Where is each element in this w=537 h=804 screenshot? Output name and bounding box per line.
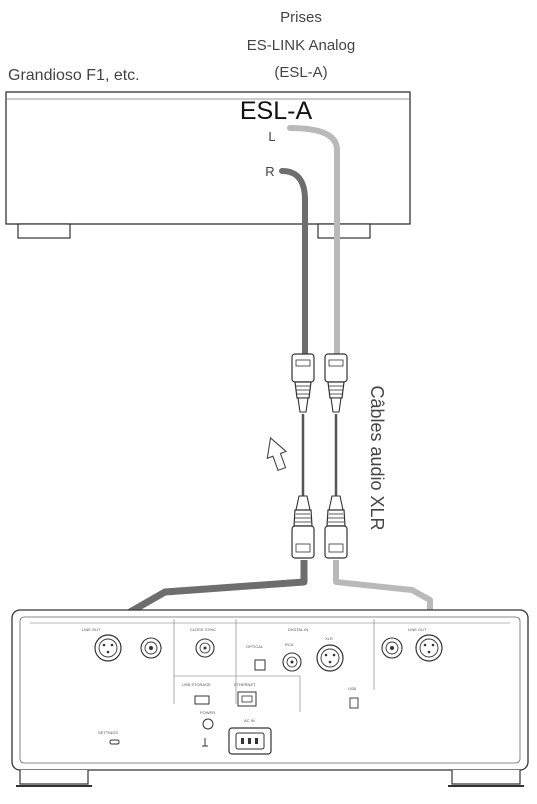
panel-label-usb-device: USB [348,686,357,691]
usb-storage-port [194,695,210,705]
line-out-right-rca-jack [381,637,403,659]
panel-label-sync: CLOCK SYNC [190,627,216,632]
clock-sync-jack [195,638,215,658]
panel-label-line-out-left: LINE OUT [82,627,101,632]
panel-label-digital-in: DIGITAL IN [288,627,308,632]
usb-device-port [349,697,359,709]
xlr-plug-left-upper [324,353,348,413]
xlr-plug-right-upper [291,353,315,413]
settings-switch [109,739,120,745]
label-esla-heading: ESL-A [240,97,313,125]
top-device-foot-right [317,223,371,239]
ethernet-port [237,691,257,707]
line-out-left-rca-jack [140,637,162,659]
panel-label-optical: OPTICAL [246,644,264,649]
label-channel-right: R [265,164,274,179]
label-prises-line2: ES-LINK Analog [247,37,355,54]
aes-xlr-input-jack [316,644,344,672]
rear-device-foot-right [451,770,521,785]
label-prises-line1: Prises [280,9,322,26]
ac-inlet [228,727,272,755]
top-device-body [5,91,411,225]
panel-label-ethernet: ETHERNET [234,682,256,687]
panel-label-usb-storage: USB STORAGE [182,682,211,687]
cable-right-upper [279,168,308,361]
label-device-top: Grandioso F1, etc. [8,67,140,84]
panel-label-rca: RCA [285,642,294,647]
optical-input-jack [254,659,266,671]
rear-panel-inner [19,616,521,764]
panel-label-settings: SETTINGS [98,730,118,735]
panel-label-xlr: XLR [325,636,333,641]
signal-direction-arrow-icon [266,436,288,472]
rear-device-foot-left [19,770,89,785]
top-device [5,91,411,239]
line-out-right-xlr-jack [415,634,443,662]
cable-left-upper [287,125,340,361]
xlr-plug-left-lower [324,495,348,559]
label-channel-left: L [268,129,275,144]
panel-label-power: POWER [200,710,215,715]
rear-panel-device: LINE OUT CLOCK SYNC DIGITAL IN OPTICAL R… [11,609,529,787]
line-out-left-xlr-jack [94,634,122,662]
xlr-plug-right-lower [291,495,315,559]
cable-left-lower [333,560,433,616]
panel-label-line-out-right: LINE OUT [408,627,427,632]
top-device-foot-left [17,223,71,239]
coaxial-input-jack [282,652,302,672]
label-cables-xlr: Câbles audio XLR [367,385,387,530]
panel-label-ac-in: AC IN [244,718,255,723]
power-button [202,718,214,747]
label-prises-line3: (ESL-A) [274,64,327,81]
